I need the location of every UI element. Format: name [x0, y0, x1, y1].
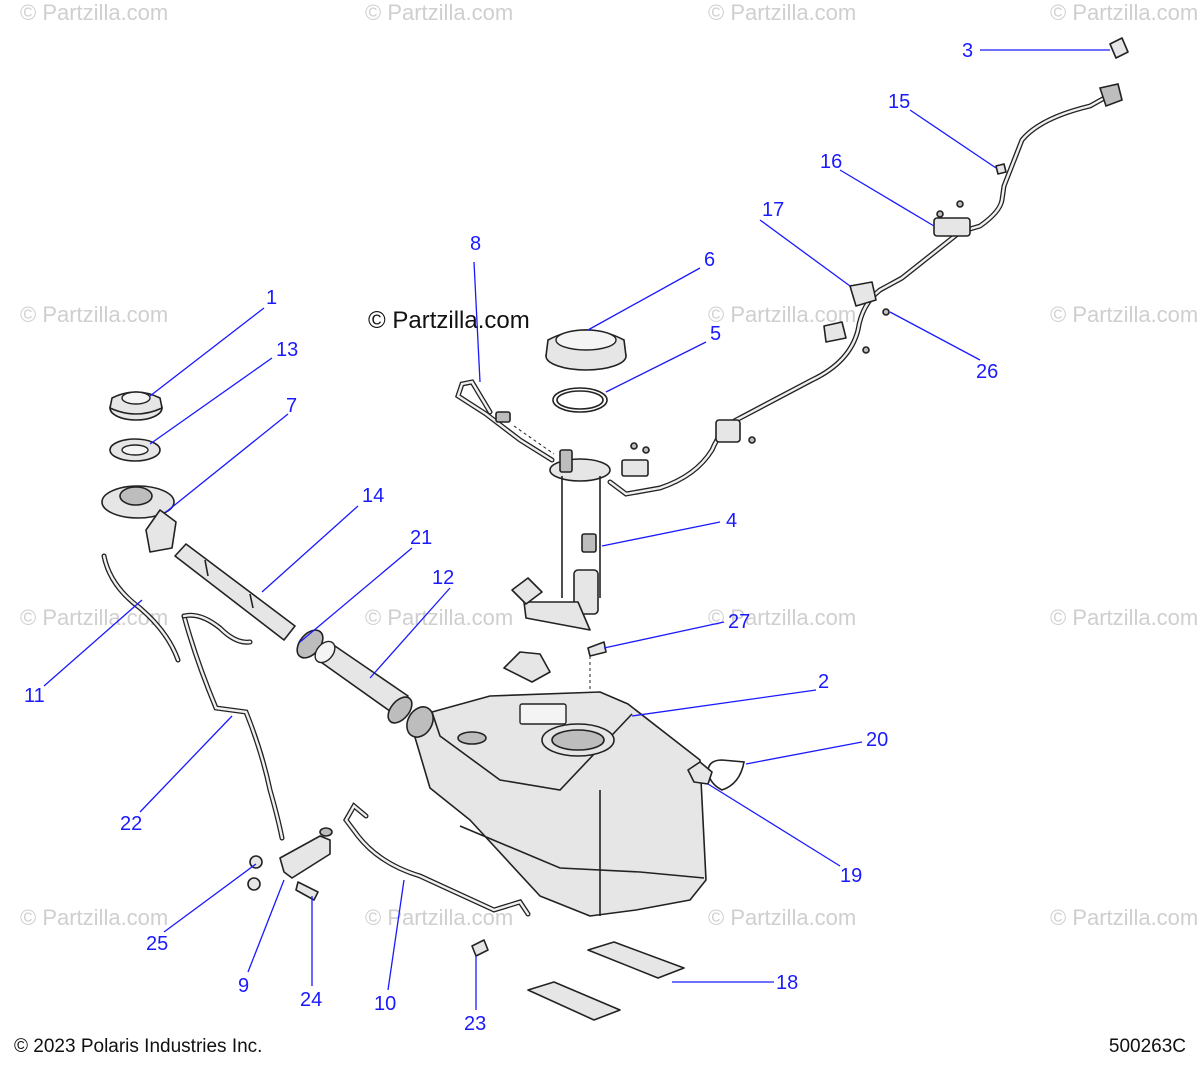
watermark: © Partzilla.com — [1050, 605, 1198, 630]
callout-10[interactable]: 10 — [374, 993, 396, 1015]
callout-19[interactable]: 19 — [840, 865, 862, 887]
callout-24[interactable]: 24 — [300, 989, 322, 1011]
part-filler-hose[interactable] — [174, 543, 296, 641]
callout-4[interactable]: 4 — [726, 510, 737, 532]
part-tank-pad[interactable] — [527, 941, 685, 1021]
part-bracket[interactable] — [279, 827, 333, 879]
part-nut[interactable] — [249, 855, 263, 869]
callout-1[interactable]: 1 — [266, 287, 277, 309]
part-tank-strap[interactable] — [343, 802, 531, 917]
part-line-clip-17[interactable] — [823, 281, 877, 343]
alignment-line — [513, 425, 555, 455]
watermark: © Partzilla.com — [20, 0, 168, 25]
callout-26[interactable]: 26 — [976, 361, 998, 383]
callout-23[interactable]: 23 — [464, 1013, 486, 1035]
part-fuel-line[interactable] — [607, 83, 1123, 497]
callout-7[interactable]: 7 — [286, 395, 297, 417]
part-connector-cap[interactable] — [1109, 37, 1129, 59]
part-cap-gasket[interactable] — [109, 438, 161, 462]
part-26[interactable] — [862, 308, 890, 354]
watermark: © Partzilla.com — [365, 605, 513, 630]
callout-25[interactable]: 25 — [146, 933, 168, 955]
part-fuel-hose[interactable] — [311, 638, 409, 715]
callout-22[interactable]: 22 — [120, 813, 142, 835]
part-pump-seal[interactable] — [552, 387, 608, 413]
part-20[interactable] — [707, 759, 745, 791]
watermark: © Partzilla.com — [20, 605, 168, 630]
part-hose-clamp-lower[interactable] — [383, 693, 416, 728]
callout-27[interactable]: 27 — [728, 611, 750, 633]
part-pump-connector[interactable] — [621, 442, 650, 477]
part-bolt-23[interactable] — [471, 939, 489, 957]
callout-3[interactable]: 3 — [962, 40, 973, 62]
copyright-text: © 2023 Polaris Industries Inc. — [14, 1036, 263, 1057]
brand-watermark: © Partzilla.com — [368, 307, 530, 334]
callout-14[interactable]: 14 — [362, 485, 384, 507]
watermark: © Partzilla.com — [1050, 302, 1198, 327]
part-27[interactable] — [587, 641, 607, 657]
watermark: © Partzilla.com — [708, 302, 856, 327]
watermark: © Partzilla.com — [708, 905, 856, 930]
part-fuel-pump[interactable] — [511, 449, 611, 631]
callout-8[interactable]: 8 — [470, 233, 481, 255]
callout-6[interactable]: 6 — [704, 249, 715, 271]
callout-labels: 1 2 3 4 5 6 7 8 9 10 11 12 13 14 15 16 1… — [24, 40, 998, 1035]
part-19[interactable] — [687, 761, 713, 785]
callout-12[interactable]: 12 — [432, 567, 454, 589]
part-bolt[interactable] — [247, 877, 261, 891]
part-15[interactable] — [995, 163, 1007, 175]
part-line-clip[interactable] — [715, 419, 756, 444]
part-filler-neck[interactable] — [101, 485, 177, 553]
part-bolt-24[interactable] — [295, 881, 319, 901]
callout-9[interactable]: 9 — [238, 975, 249, 997]
diagram-id: 500263C — [1108, 1036, 1186, 1057]
part-lock-ring[interactable] — [545, 329, 627, 371]
callout-20[interactable]: 20 — [866, 729, 888, 751]
part-heat-shield[interactable] — [503, 651, 551, 683]
watermark: © Partzilla.com — [20, 905, 168, 930]
callout-18[interactable]: 18 — [776, 972, 798, 994]
watermark: © Partzilla.com — [708, 0, 856, 25]
watermark: © Partzilla.com — [20, 302, 168, 327]
part-vent-line[interactable] — [181, 612, 285, 841]
watermark: © Partzilla.com — [1050, 905, 1198, 930]
part-vent-hose[interactable] — [455, 379, 555, 463]
leader-lines — [43, 49, 1110, 1010]
callout-11[interactable]: 11 — [24, 685, 45, 707]
watermark: © Partzilla.com — [708, 605, 856, 630]
callout-15[interactable]: 15 — [888, 91, 910, 113]
callout-2[interactable]: 2 — [818, 671, 829, 693]
part-line-clip-16[interactable] — [933, 200, 971, 237]
part-vent-tube[interactable] — [101, 553, 181, 663]
watermark: © Partzilla.com — [365, 0, 513, 25]
callout-17[interactable]: 17 — [762, 199, 784, 221]
callout-16[interactable]: 16 — [820, 151, 842, 173]
callout-13[interactable]: 13 — [276, 339, 298, 361]
part-fuel-cap[interactable] — [109, 391, 163, 421]
part-fuel-tank[interactable] — [402, 691, 707, 917]
callout-5[interactable]: 5 — [710, 323, 721, 345]
watermark: © Partzilla.com — [1050, 0, 1198, 25]
callout-21[interactable]: 21 — [410, 527, 432, 549]
watermarks: © Partzilla.com © Partzilla.com © Partzi… — [20, 0, 1198, 930]
